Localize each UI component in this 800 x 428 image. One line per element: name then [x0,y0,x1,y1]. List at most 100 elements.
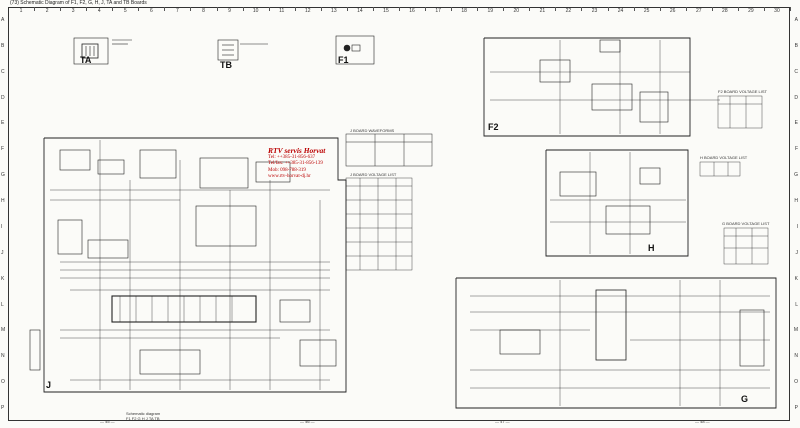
column-tick [34,7,36,11]
g-board-outline [455,277,777,409]
row-letter: N [794,353,798,360]
column-tick [763,7,765,11]
f1-board-outline [335,35,375,65]
row-letter: J [1,249,4,256]
column-tick [216,7,218,11]
column-number: 14 [357,8,363,14]
column-number: 15 [383,8,389,14]
tb-board-outline [217,39,268,61]
service-stamp: RTV servis Horvat Tel: ++385-31-856-637 … [268,146,350,181]
column-number: 30 [774,8,780,14]
column-tick [477,7,479,11]
row-letter: K [794,275,798,282]
h-voltage-table-grid [699,161,741,177]
ta-board-outline [73,37,132,65]
waveform-table-grid [345,133,433,167]
column-tick [320,7,322,11]
column-tick [294,7,296,11]
column-number: 16 [409,8,415,14]
footer-boards: F1 F2 G H J TA TB [126,416,160,421]
column-tick [581,7,583,11]
f2-voltage-title: F2 BOARD VOLTAGE LIST [718,89,767,94]
column-number: 26 [669,8,676,14]
column-tick [607,7,609,11]
column-tick [60,7,62,11]
column-tick [112,7,114,11]
column-tick [346,7,348,11]
column-number: 29 [748,8,754,14]
column-number: 3 [71,8,75,14]
column-tick [790,7,791,11]
row-letter: L [795,301,798,308]
column-number: 7 [176,8,179,14]
row-letter: P [794,405,798,412]
column-number: 5 [123,8,127,14]
column-number: 24 [617,8,624,14]
f2-board-outline [483,37,720,137]
column-tick [242,7,244,11]
column-number: 27 [695,8,702,14]
row-letter: E [1,120,5,127]
f2-voltage-table-grid [717,95,763,129]
h-board-outline [545,149,689,257]
row-letter: O [1,379,5,386]
row-letter: C [794,68,798,75]
page-number-3: — 47 — [495,419,510,424]
row-letter: M [1,327,6,334]
stamp-web: www.rtv-horvat-dj.hr [268,174,311,180]
row-letter: K [1,275,5,282]
row-letter: I [1,223,3,230]
row-letter: B [794,42,798,49]
column-tick [659,7,661,11]
column-tick [268,7,270,11]
row-letter: P [1,405,5,412]
row-letter: G [794,172,798,179]
column-number: 9 [228,8,231,14]
page-number-1: — 45 — [100,419,115,424]
row-letter: A [1,16,5,23]
stamp-tel: Tel: ++385-31-856-637 [268,154,316,160]
column-tick [138,7,140,11]
column-tick [685,7,687,11]
row-letter: A [794,16,798,23]
column-tick [451,7,453,11]
stamp-mobile: Mob: 098-788-319 [268,167,306,173]
column-tick [164,7,166,11]
column-tick [737,7,739,11]
j-board-wiring [50,140,330,390]
stamp-telfax: Tel/fax: ++385-31-856-139 [268,161,323,167]
j-board-label: J [46,380,52,390]
column-tick [529,7,531,11]
column-number: 22 [565,8,572,14]
column-tick [86,7,88,11]
column-tick [633,7,635,11]
row-letter: B [1,42,5,49]
row-letter: I [796,223,798,230]
column-number: 6 [149,8,153,14]
column-tick [503,7,505,11]
row-letter: D [794,94,798,101]
row-letter: J [795,249,799,256]
j-voltage-table-grid [345,177,413,271]
waveforms-title: J BOARD WAVEFORMS [350,128,395,133]
column-number: 17 [435,8,441,14]
row-letter: D [1,94,5,101]
row-letter: F [1,146,5,153]
row-letter: G [1,172,5,179]
column-number: 2 [45,8,49,14]
column-number: 25 [643,8,650,14]
column-number: 4 [97,8,101,14]
f1-board-label: F1 [338,55,349,65]
f2-board-label: F2 [488,122,499,132]
column-number: 28 [722,8,728,14]
footer-caption: Schematic diagram [126,411,161,416]
column-tick [399,7,400,11]
row-letter: H [1,198,5,205]
stamp-title: RTV servis Horvat [268,146,326,155]
column-number: 23 [591,8,598,14]
column-number: 1 [19,8,23,14]
column-number: 19 [487,8,493,14]
tb-board-label: TB [220,60,232,70]
